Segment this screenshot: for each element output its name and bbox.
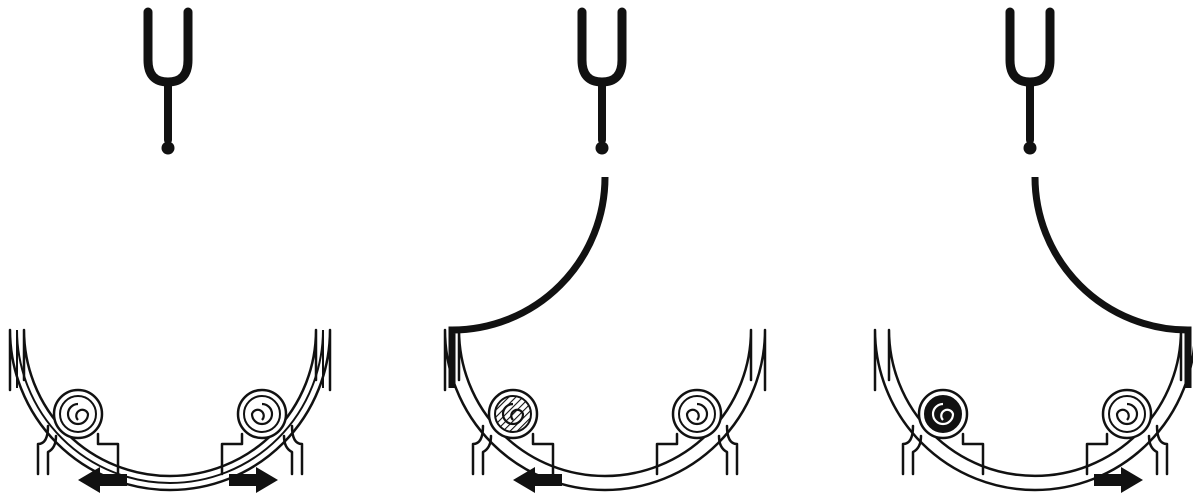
- ear-outline: [38, 426, 48, 474]
- ear-outline: [473, 426, 483, 474]
- panel-right-lateralized: [875, 12, 1193, 493]
- ear-outline-inner: [913, 436, 921, 474]
- ear-canal: [533, 434, 553, 474]
- ear-canal: [963, 434, 983, 474]
- ear-outline: [727, 426, 737, 474]
- ear-outline: [903, 426, 913, 474]
- arrow-left-icon: [78, 467, 127, 493]
- panel-binaural-center: [10, 12, 330, 493]
- tuning-fork-icon: [582, 12, 622, 154]
- ear-outline-inner: [483, 436, 491, 474]
- panel-left-lateralized: [445, 12, 765, 493]
- fork-base: [1024, 142, 1036, 154]
- earpiece-inner: [495, 396, 531, 432]
- ear-canal: [98, 434, 118, 474]
- ear-outline-inner: [48, 436, 56, 474]
- arrow-right-icon: [229, 467, 278, 493]
- conduction-channel-left: [452, 177, 605, 388]
- headset-tube: [445, 177, 765, 490]
- ear-outline-inner: [1149, 436, 1157, 474]
- earpiece-inner: [244, 396, 280, 432]
- ear-canal: [222, 434, 242, 474]
- ear-canal: [1087, 434, 1107, 474]
- conduction-channel-right: [1035, 177, 1188, 388]
- fork-base: [596, 142, 608, 154]
- headset-tube: [875, 177, 1193, 490]
- tuning-fork-icon: [148, 12, 188, 154]
- fork-base: [162, 142, 174, 154]
- arrow-right-icon: [1094, 467, 1143, 493]
- fork-prongs: [1010, 12, 1050, 82]
- fork-prongs: [582, 12, 622, 82]
- ear-outline: [1157, 426, 1167, 474]
- tuning-fork-icon: [1010, 12, 1050, 154]
- earpiece-inner: [1109, 396, 1145, 432]
- ear-outline-inner: [284, 436, 292, 474]
- earpiece-inner: [60, 396, 96, 432]
- ear-outline: [292, 426, 302, 474]
- earpiece-inner: [679, 396, 715, 432]
- fork-prongs: [148, 12, 188, 82]
- earpiece-inner: [925, 396, 961, 432]
- arrow-left-icon: [513, 467, 562, 493]
- ear-outline-inner: [719, 436, 727, 474]
- ear-canal: [657, 434, 677, 474]
